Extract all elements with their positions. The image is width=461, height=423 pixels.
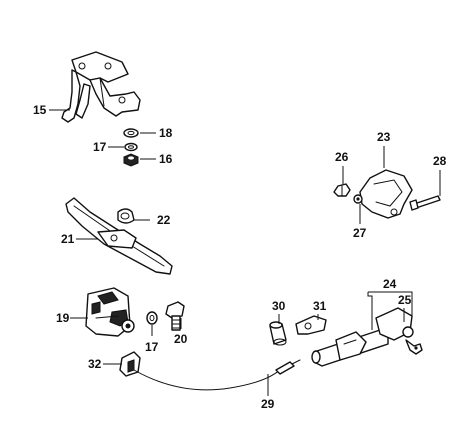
part-17-spacer-lower xyxy=(146,311,158,325)
part-25-lock-cylinder-key xyxy=(402,326,423,355)
callout-15: 15 xyxy=(33,103,47,117)
part-30-sleeve xyxy=(269,321,287,346)
callout-25: 25 xyxy=(398,293,412,307)
part-17-spacer-upper xyxy=(124,142,138,152)
part-26-screw xyxy=(333,183,351,197)
part-16-nut xyxy=(123,153,139,167)
callout-29: 29 xyxy=(261,397,275,411)
callout-30: 30 xyxy=(272,299,286,313)
part-18-washer xyxy=(123,128,139,138)
callout-31: 31 xyxy=(313,299,327,313)
part-22-bushing xyxy=(117,208,135,224)
callout-28: 28 xyxy=(433,154,447,168)
part-15-lock-bracket xyxy=(61,51,141,123)
part-23-cover-plate xyxy=(359,169,413,219)
part-24-release-handle xyxy=(311,307,413,367)
part-19-lock xyxy=(85,287,135,337)
part-21-lock-carrier xyxy=(65,197,173,275)
callout-24: 24 xyxy=(383,277,397,291)
callout-labels: 15 18 17 16 22 21 19 20 17 32 29 30 31 2… xyxy=(33,103,447,411)
part-32-cable-clip xyxy=(119,351,141,377)
part-20-bolt xyxy=(165,301,185,331)
callout-23: 23 xyxy=(377,130,391,144)
callout-18: 18 xyxy=(159,126,173,140)
part-27-washer xyxy=(353,194,363,204)
callout-17-upper: 17 xyxy=(93,140,107,154)
callout-16: 16 xyxy=(159,152,173,166)
part-29-release-cable xyxy=(133,359,301,391)
callout-17-lower: 17 xyxy=(145,340,159,354)
callout-32: 32 xyxy=(88,357,102,371)
callout-20: 20 xyxy=(174,332,188,346)
callout-19: 19 xyxy=(56,311,70,325)
part-28-pin xyxy=(409,195,441,211)
callout-22: 22 xyxy=(157,213,171,227)
callout-21: 21 xyxy=(61,232,75,246)
callout-26: 26 xyxy=(335,150,349,164)
callout-27: 27 xyxy=(353,226,367,240)
leader-lines xyxy=(49,109,441,396)
part-31-lever xyxy=(295,315,327,335)
